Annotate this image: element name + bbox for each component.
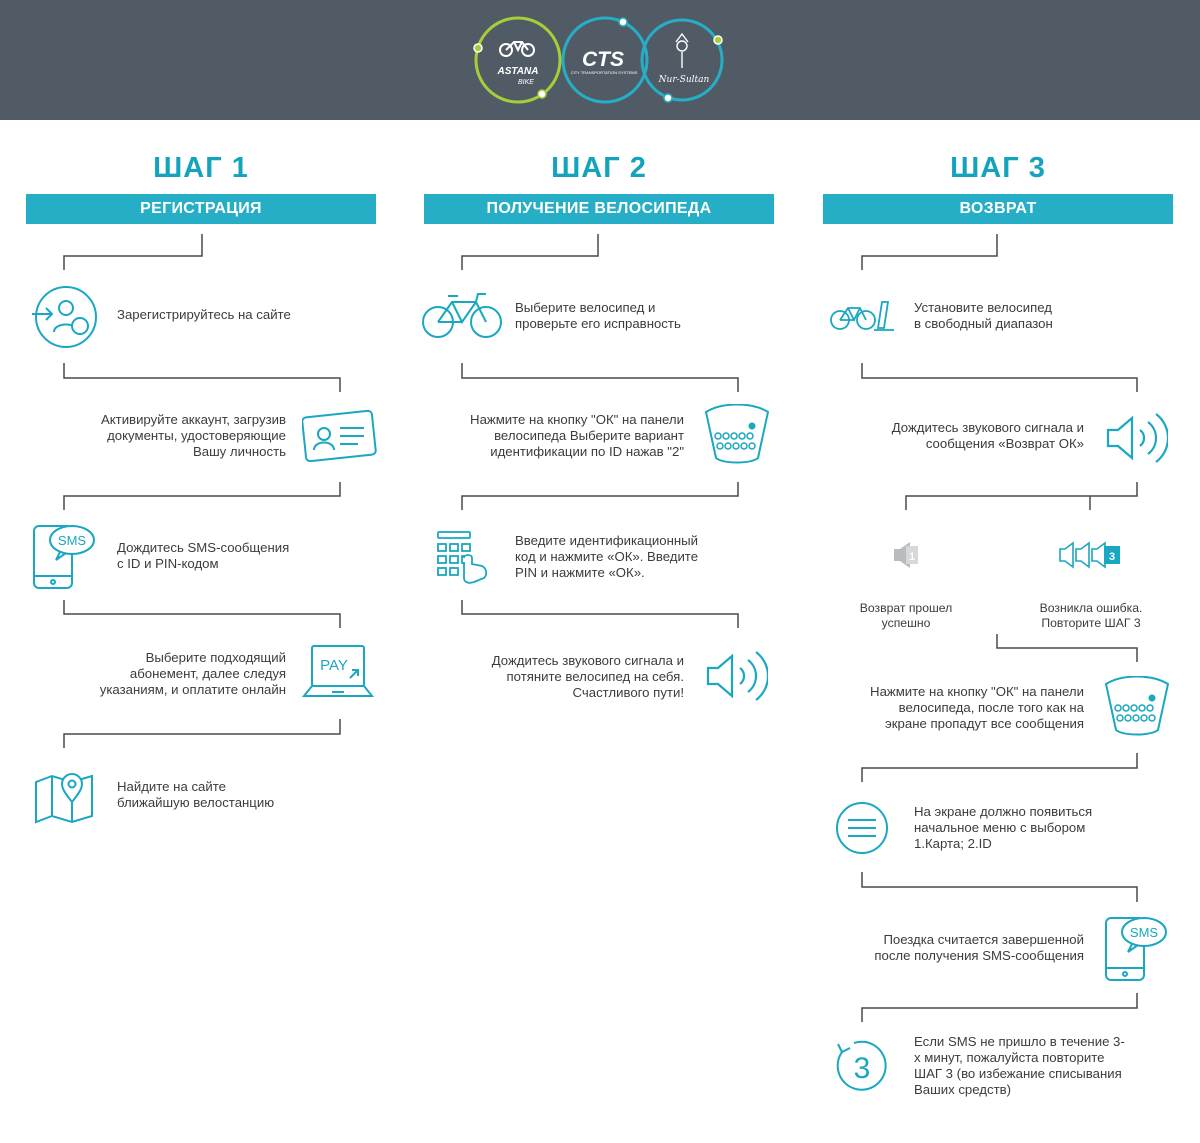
step-1-bar: РЕГИСТРАЦИЯ <box>26 194 376 224</box>
step-3-item-8-text: Если SMS не пришло в течение 3- х минут,… <box>914 1034 1125 1097</box>
svg-text:3: 3 <box>1109 551 1115 563</box>
step-3-item-5-text: Нажмите на кнопку "ОК" на панели велосип… <box>870 684 1084 731</box>
pay-laptop-icon: PAY <box>302 645 374 697</box>
map-pin-icon <box>35 773 93 824</box>
user-login-icon <box>32 286 97 348</box>
step-1-item-2-text: Активируйте аккаунт, загрузив документы,… <box>100 412 286 459</box>
step-3-success-text: Возврат прошел успешно <box>859 601 953 630</box>
bicycle-icon <box>422 293 502 338</box>
svg-text:SMS: SMS <box>1130 925 1159 940</box>
step-3-item-1-text: Установите велосипед в свободный диапазо… <box>914 300 1053 331</box>
svg-text:SMS: SMS <box>58 533 87 548</box>
sms-phone-icon: SMS <box>1105 917 1167 981</box>
svg-text:1: 1 <box>909 551 915 563</box>
step-3-title: ШАГ 3 <box>950 152 1046 184</box>
partner-logos: ASTANA BIKE CTS CITY TRANSPORTATION SYST… <box>473 16 724 104</box>
keypad-touch-icon <box>437 531 488 584</box>
step-1-item-4-text: Выберите подходящий абонемент, далее сле… <box>99 650 286 697</box>
speaker-one-icon: 1 <box>894 542 918 568</box>
step-2-item-1-text: Выберите велосипед и проверьте его испра… <box>515 300 681 331</box>
svg-text:3: 3 <box>854 1052 871 1085</box>
speaker-icon <box>706 651 768 701</box>
cts-logo-text: CTS <box>582 48 624 71</box>
step-2-title: ШАГ 2 <box>551 152 647 184</box>
menu-icon <box>836 802 888 854</box>
step-2-item-2-text: Нажмите на кнопку "ОК" на панели велосип… <box>470 412 684 459</box>
bike-logo-text: BIKE <box>518 79 534 86</box>
id-card-icon <box>302 409 377 462</box>
step-2-item-3-text: Введите идентификационный код и нажмите … <box>515 533 699 580</box>
keypad-panel-icon <box>1104 676 1170 736</box>
step-3-item-2-text: Дождитесь звукового сигнала и сообщения … <box>891 420 1084 451</box>
header-banner: ASTANA BIKE CTS CITY TRANSPORTATION SYST… <box>0 0 1200 120</box>
astana-logo-text: ASTANA <box>497 66 539 77</box>
step-1-item-5-text: Найдите на сайте ближайшую велостанцию <box>117 779 275 810</box>
step-1-title: ШАГ 1 <box>153 152 249 184</box>
svg-text:PAY: PAY <box>320 657 348 674</box>
step-3-error-text: Возникла ошибка. Повторите ШАГ 3 <box>1039 601 1143 630</box>
astana-bike-logo-icon <box>499 41 535 57</box>
baiterek-tower-icon <box>675 32 689 68</box>
sms-phone-icon: SMS <box>33 525 95 589</box>
step-1-item-1-text: Зарегистрируйтесь на сайте <box>117 307 291 322</box>
step-3-item-6-text: На экране должно появиться начальное мен… <box>914 804 1093 851</box>
step-3-item-7-text: Поездка считается завершенной после полу… <box>874 932 1084 963</box>
step-2-item-4-text: Дождитесь звукового сигнала и потяните в… <box>491 653 684 700</box>
nursultan-logo-text: Nur-Sultan <box>658 75 710 85</box>
cts-logo-subtitle: CITY TRANSPORTATION SYSTEMS <box>571 70 638 75</box>
speaker-three-icon: 3 <box>1059 541 1120 569</box>
keypad-panel-icon <box>704 404 770 464</box>
step-3-bar: ВОЗВРАТ <box>823 194 1173 224</box>
step-1-item-3-text: Дождитесь SMS-сообщения с ID и PIN-кодом <box>117 540 290 571</box>
bike-dock-icon <box>830 301 894 331</box>
step-2-bar: ПОЛУЧЕНИЕ ВЕЛОСИПЕДА <box>424 194 774 224</box>
speaker-icon <box>1106 413 1168 463</box>
retry-three-icon: 3 <box>836 1040 887 1091</box>
